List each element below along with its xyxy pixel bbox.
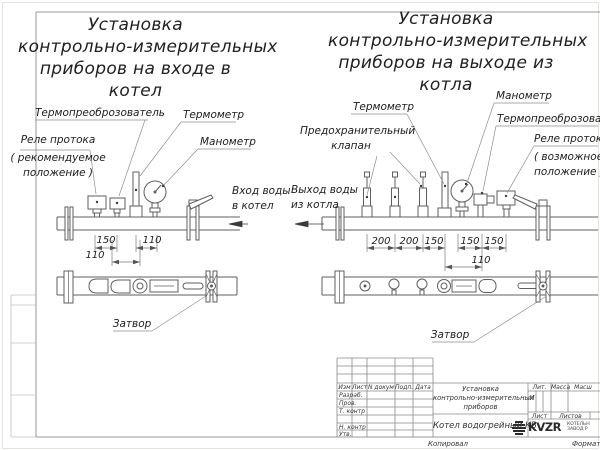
left-pipe-front-view: [56, 171, 240, 241]
copied-label: Копировал: [428, 440, 468, 448]
right-label-transducer: Термопреоброзователь: [497, 113, 600, 125]
left-label-manometer: Манометр: [200, 136, 256, 148]
stamp-col-data: Дата: [415, 384, 431, 391]
right-label-thermometer: Термометр: [353, 101, 415, 113]
drawing-frame: [35, 11, 600, 438]
stamp-row-utv: Утв.: [339, 430, 352, 438]
right-label-manometer: Манометр: [496, 90, 552, 102]
title-block-grid: [336, 357, 600, 437]
left-flow-relay-line2: ( рекомендуемое: [10, 152, 106, 164]
right-outlet-arrow: [294, 220, 324, 228]
doc-title-line2: контрольно-измерительных: [433, 394, 534, 402]
stamp-scale-label: Масш: [574, 384, 592, 391]
stamp-lit-label: Лит.: [532, 384, 547, 391]
left-flow-relay-line1: Реле протока: [20, 134, 96, 146]
org-name-line2: ЗАВОД Р: [567, 427, 588, 433]
left-label-flow-relay: Реле протока ( рекомендуемое положение ): [10, 133, 106, 181]
left-label-inlet: Вход воды в котел: [232, 184, 291, 214]
stamp-mass-label: Масса: [551, 384, 571, 391]
stamp-product-name: Котел водогрейный КВ: [433, 421, 537, 431]
stamp-col-ndokum: N докум: [368, 384, 394, 391]
left-leader-lines: [20, 119, 251, 332]
stamp-col-izm: Изм: [338, 384, 351, 391]
stamp-row-prov: Пров.: [339, 400, 357, 407]
stamp-sheets-label: Листов: [559, 412, 582, 420]
stamp-col-podp: Подп.: [395, 384, 414, 391]
outlet-line1: Выход воды: [291, 184, 358, 196]
safety-valve-line1: Предохранительный: [300, 125, 416, 137]
right-label-safety-valve: Предохранительный клапан: [300, 124, 416, 154]
stamp-sheet-label: Лист: [531, 412, 548, 420]
right-flow-relay-line2: ( возможное: [534, 151, 600, 163]
right-pipe-front-view: [321, 171, 598, 241]
left-pipe-plan-view: [56, 270, 238, 304]
right-title-line2: контрольно-измерительных: [328, 31, 588, 51]
right-label-outlet: Выход воды из котла: [291, 183, 358, 213]
right-view-title: Установка контрольно-измерительных прибо…: [328, 8, 588, 96]
inlet-line1: Вход воды: [232, 185, 291, 197]
right-label-shutoff: Затвор: [430, 329, 470, 341]
right-flow-relay-line3: положение ): [534, 166, 600, 178]
right-dim-150a: 150: [424, 236, 444, 247]
right-leader-lines: [351, 102, 598, 343]
right-dim-200a: 200: [371, 236, 391, 247]
left-title-line2: контрольно-измерительных: [18, 37, 278, 57]
left-dimension-arrows: [95, 245, 157, 265]
right-dimension-lines: [366, 234, 507, 271]
right-dim-150c: 150: [484, 236, 504, 247]
right-leader-dots: [365, 182, 508, 199]
right-dim-110: 110: [471, 255, 491, 266]
left-dim-110b: 110: [85, 250, 105, 261]
right-title-line4: котла: [419, 75, 473, 95]
outlet-line2: из котла: [291, 199, 339, 211]
right-title-line1: Установка: [398, 9, 494, 29]
left-label-thermometer: Термометр: [183, 109, 245, 121]
right-dim-200b: 200: [399, 236, 419, 247]
org-name: КОТЕЛЬН ЗАВОД Р: [567, 422, 590, 433]
right-label-flow-relay: Реле протока ( возможное положение ): [534, 132, 600, 180]
right-flow-relay-line1: Реле протока: [534, 133, 600, 145]
stamp-doc-title: Установка контрольно-измерительных прибо…: [433, 385, 534, 412]
doc-title-line3: приборов: [463, 403, 498, 411]
stamp-row-razrab: Разраб.: [339, 392, 363, 399]
stamp-row-nkontr: Н. контр: [339, 424, 366, 431]
stamp-row-tkontr: Т. контр: [339, 408, 366, 415]
stamp-col-list: Лист: [352, 384, 368, 391]
kvzr-logo-text: KVZR: [528, 420, 562, 434]
org-name-line1: КОТЕЛЬН: [567, 422, 590, 427]
left-title-line3: приборов на входе в: [39, 59, 232, 79]
left-dim-150: 150: [96, 235, 116, 246]
stamp-lit-value: И: [529, 394, 535, 402]
left-title-line4: котел: [108, 81, 163, 101]
left-view-title: Установка контрольно-измерительных прибо…: [18, 14, 278, 102]
left-inlet-arrow: [228, 220, 248, 228]
frame-side-boxes: [10, 294, 36, 438]
right-pipe-plan-view: [321, 270, 598, 304]
right-dim-150b: 150: [460, 236, 480, 247]
safety-valve-line2: клапан: [331, 140, 371, 152]
left-label-transducer: Термопреоброзователь: [35, 107, 165, 119]
doc-title-line1: Установка: [462, 385, 499, 393]
left-flow-relay-line3: положение ): [23, 167, 93, 179]
format-label: Формат: [572, 440, 600, 448]
left-title-line1: Установка: [88, 15, 183, 35]
right-title-line3: приборов на выходе из: [338, 53, 554, 73]
left-label-shutoff: Затвор: [112, 318, 152, 330]
kvzr-logo-icon: [512, 421, 526, 435]
inlet-line2: в котел: [232, 200, 274, 212]
right-dimension-arrows: [367, 245, 506, 270]
left-leader-dots: [95, 184, 165, 205]
left-dim-110a: 110: [142, 235, 162, 246]
